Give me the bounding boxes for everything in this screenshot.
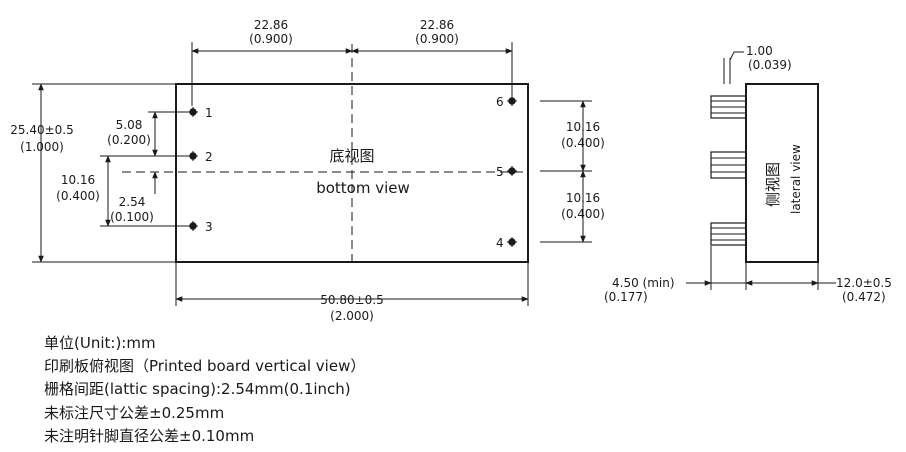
pin-5-marker — [507, 166, 517, 176]
pin-label-4: 4 — [496, 236, 504, 250]
dim-top-left-mm: 22.86 — [254, 18, 288, 32]
note-board-view: 印刷板俯视图（Printed board vertical view） — [44, 357, 366, 376]
pin-4-marker — [507, 237, 517, 247]
dim-pin12-mm: 5.08 — [116, 118, 143, 132]
bottom-view-labels: 22.86 (0.900) 22.86 (0.900) 25.40±0.5 (1… — [10, 18, 605, 323]
bottom-view-title-cn: 底视图 — [329, 147, 374, 165]
dim-pin-width-in: (0.039) — [748, 58, 792, 72]
dim-pin2-center-in: (0.100) — [110, 210, 154, 224]
pin-3-marker — [188, 221, 198, 231]
dim-height-mm: 25.40±0.5 — [10, 123, 74, 137]
dim-pin65-in: (0.400) — [561, 136, 605, 150]
dim-pin-length-mm: 4.50 (min) — [612, 276, 675, 290]
dim-pin12-in: (0.200) — [107, 133, 151, 147]
dim-pin54-in: (0.400) — [561, 207, 605, 221]
notes-block: 单位(Unit:):mm 印刷板俯视图（Printed board vertic… — [44, 332, 365, 448]
pin-label-6: 6 — [496, 95, 504, 109]
side-view-labels: 1.00 (0.039) 4.50 (min) (0.177) 12.0±0.5… — [604, 44, 892, 304]
dim-pin13-mm: 10.16 — [61, 173, 95, 187]
dim-width-in: (2.000) — [330, 309, 374, 323]
dim-top-left-in: (0.900) — [249, 32, 293, 46]
dim-top-right-in: (0.900) — [415, 32, 459, 46]
dim-top-right-mm: 22.86 — [420, 18, 454, 32]
dim-thickness-in: (0.472) — [842, 290, 886, 304]
side-pin-middle — [710, 151, 747, 179]
pin-label-1: 1 — [205, 106, 213, 120]
pin-label-3: 3 — [205, 220, 213, 234]
dim-pin2-center-mm: 2.54 — [119, 195, 146, 209]
dim-height-in: (1.000) — [20, 140, 64, 154]
side-view — [686, 51, 836, 290]
pin-2-marker — [188, 151, 198, 161]
leader-line — [729, 51, 735, 61]
note-unit: 单位(Unit:):mm — [44, 334, 156, 352]
dim-pin-width-mm: 1.00 — [746, 44, 773, 58]
pin-6-marker — [507, 96, 517, 106]
side-view-title-cn: 侧视图 — [764, 162, 782, 207]
bottom-view — [32, 42, 592, 306]
dim-width-mm: 50.80±0.5 — [320, 293, 384, 307]
note-grid-spacing: 栅格间距(lattic spacing):2.54mm(0.1inch) — [44, 380, 351, 399]
pin-label-5: 5 — [496, 165, 504, 179]
side-body-outline — [745, 83, 819, 263]
side-pin-bottom — [710, 222, 747, 246]
side-pin-top — [710, 95, 747, 119]
pin-1-marker — [188, 107, 198, 117]
bottom-view-title-en: bottom view — [316, 179, 410, 197]
side-view-title-en: lateral view — [789, 144, 803, 214]
pin-label-2: 2 — [205, 150, 213, 164]
dim-pin-length-in: (0.177) — [604, 290, 648, 304]
note-pin-tolerance: 未注明针脚直径公差±0.10mm — [44, 426, 255, 445]
dim-pin13-in: (0.400) — [56, 189, 100, 203]
dim-pin65-mm: 10.16 — [566, 120, 600, 134]
note-dimension-tolerance: 未标注尺寸公差±0.25mm — [44, 403, 225, 422]
dim-thickness-mm: 12.0±0.5 — [836, 276, 892, 290]
dim-pin54-mm: 10.16 — [566, 191, 600, 205]
